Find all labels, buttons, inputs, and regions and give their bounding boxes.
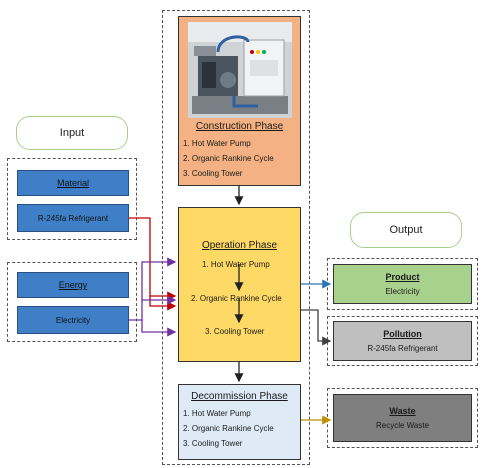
construction-item: 1. Hot Water Pump bbox=[183, 139, 251, 148]
equipment-photo bbox=[188, 22, 292, 118]
decommission-phase-box: Decommission Phase 1. Hot Water Pump 2. … bbox=[178, 384, 301, 460]
pollution-box: Pollution R-245fa Refrigerant bbox=[333, 321, 472, 361]
decommission-phase-title: Decommission Phase bbox=[191, 391, 288, 402]
input-label: Input bbox=[16, 116, 128, 150]
pollution-title: Pollution bbox=[383, 329, 422, 339]
construction-item: 2. Organic Rankine Cycle bbox=[183, 154, 274, 163]
waste-box: Waste Recycle Waste bbox=[333, 394, 472, 442]
energy-title: Energy bbox=[17, 272, 129, 298]
operation-item: 1. Hot Water Pump bbox=[202, 260, 270, 269]
waste-title: Waste bbox=[389, 406, 416, 416]
construction-phase-title: Construction Phase bbox=[195, 121, 284, 132]
equipment-illustration bbox=[188, 22, 292, 118]
product-value: Electricity bbox=[385, 287, 420, 296]
energy-input-arrow bbox=[129, 257, 177, 321]
product-title: Product bbox=[385, 272, 420, 282]
output-label: Output bbox=[350, 212, 462, 248]
lifecycle-column bbox=[162, 10, 310, 465]
operation-phase-title: Operation Phase bbox=[201, 240, 278, 251]
construction-items: 1. Hot Water Pump 2. Organic Rankine Cyc… bbox=[183, 139, 274, 184]
energy-input-arrow-branch bbox=[141, 320, 177, 337]
decommission-item: 1. Hot Water Pump bbox=[183, 409, 251, 418]
material-title: Material bbox=[17, 170, 129, 196]
material-group bbox=[7, 158, 137, 240]
decommission-item: 2. Organic Rankine Cycle bbox=[183, 424, 274, 433]
material-item: R-245fa Refrigerant bbox=[17, 204, 129, 232]
decommission-item: 3. Cooling Tower bbox=[183, 439, 243, 448]
construction-phase-box: Construction Phase 1. Hot Water Pump 2. … bbox=[178, 16, 301, 186]
waste-value: Recycle Waste bbox=[375, 421, 430, 430]
energy-group bbox=[7, 262, 137, 342]
operation-item: 2. Organic Rankine Cycle bbox=[191, 294, 282, 303]
pollution-output-arrow bbox=[301, 309, 332, 346]
construction-item: 3. Cooling Tower bbox=[183, 169, 243, 178]
decommission-items: 1. Hot Water Pump 2. Organic Rankine Cyc… bbox=[183, 409, 274, 454]
pollution-value: R-245fa Refrigerant bbox=[367, 344, 438, 353]
operation-item: 3. Cooling Tower bbox=[205, 327, 265, 336]
product-box: Product Electricity bbox=[333, 264, 472, 304]
energy-item: Electricity bbox=[17, 306, 129, 334]
